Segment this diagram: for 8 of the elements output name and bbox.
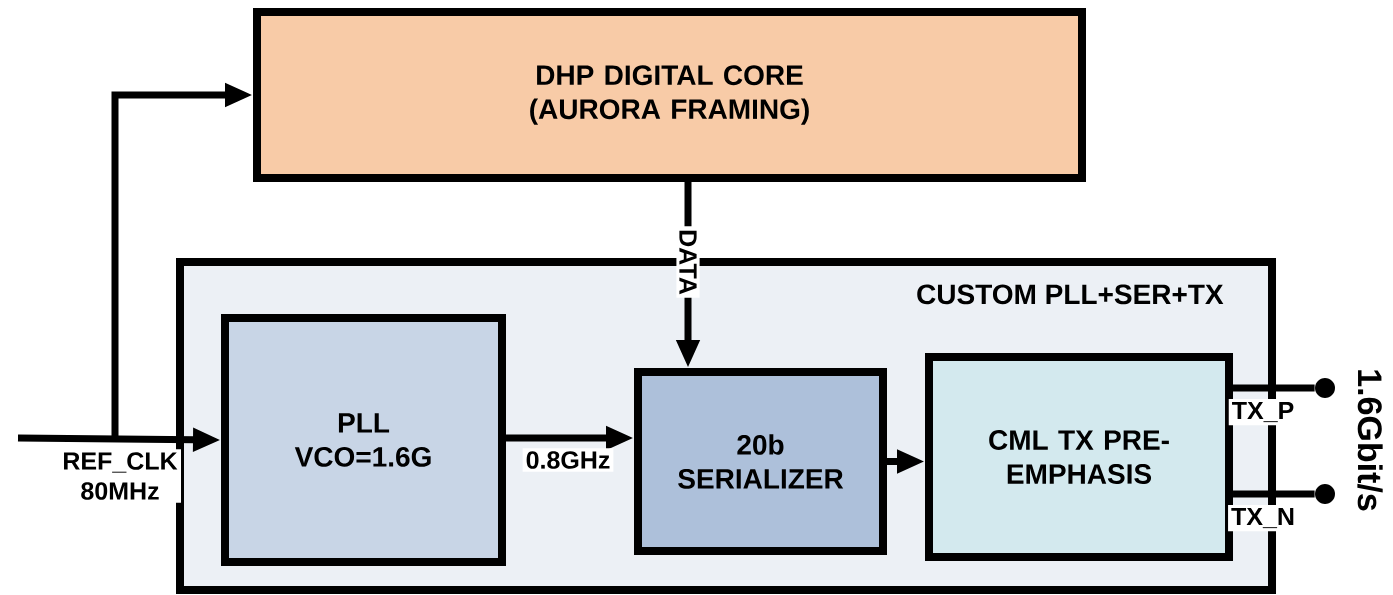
process-box: 20b SERIALIZER bbox=[634, 368, 887, 555]
process-box: DHP DIGITAL CORE (AURORA FRAMING) bbox=[253, 8, 1086, 182]
edge-label: 0.8GHz bbox=[526, 451, 610, 469]
data-rate-label: 1.6Gbit/s bbox=[1357, 370, 1383, 511]
process-box: PLL VCO=1.6G bbox=[221, 314, 506, 566]
terminal-dot bbox=[1315, 378, 1335, 398]
edge-label: REF_CLK 80MHz bbox=[64, 452, 178, 500]
terminal-dot bbox=[1315, 484, 1335, 504]
